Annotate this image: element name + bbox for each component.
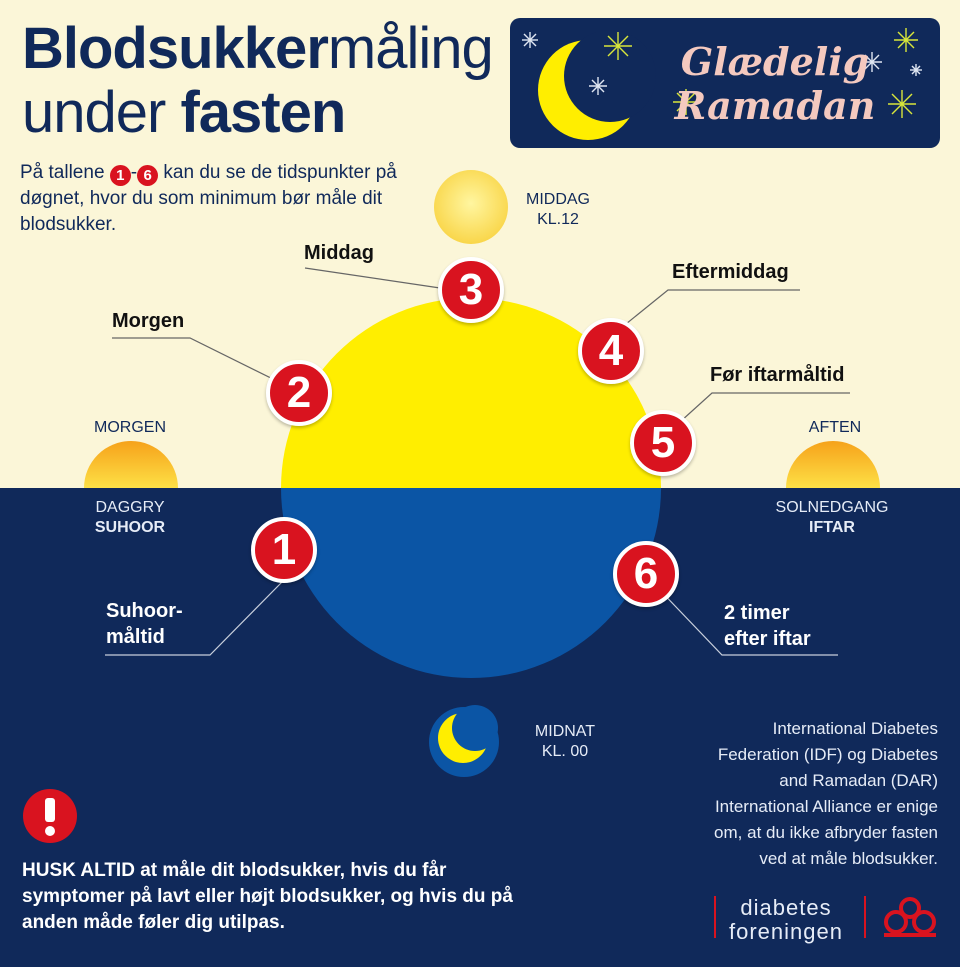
evening-sun-icon <box>786 441 880 488</box>
leader-line-1 <box>105 581 283 656</box>
callout-label-6: 2 timer efter iftar <box>724 602 811 650</box>
ramadan-greeting-box: Glædelig Ramadan <box>510 18 940 148</box>
measurement-badge-6: 6 <box>613 541 679 607</box>
dawn-label: DAGGRY SUHOOR <box>94 499 166 536</box>
leader-line-2 <box>112 337 286 386</box>
diabetesforeningen-logo-icon <box>884 897 936 937</box>
morning-sun-icon <box>84 441 178 488</box>
stars-icon <box>522 32 922 95</box>
day-half-circle <box>281 298 661 488</box>
morning-sun-label: MORGEN <box>94 419 166 436</box>
callout-label-5: Før iftarmåltid <box>710 364 845 386</box>
noon-label: MIDDAG KL.12 <box>526 191 590 228</box>
intro-badge-6: 6 <box>137 165 159 186</box>
night-half-circle <box>281 488 661 678</box>
diabetesforeningen-logo-text: diabetes foreningen <box>729 895 843 944</box>
measurement-badge-3: 3 <box>438 257 504 323</box>
idf-note: International Diabetes Federation (IDF) … <box>714 719 938 868</box>
intro-text: På tallene 1-6 kan du se de tidspunkter … <box>20 162 397 235</box>
exclamation-icon <box>23 789 77 843</box>
logo-divider-left <box>714 896 716 938</box>
midnight-label: MIDNAT KL. 00 <box>534 723 596 760</box>
sparkle-icon <box>604 28 918 118</box>
measurement-badge-5: 5 <box>630 410 696 476</box>
noon-sun-icon <box>434 170 508 244</box>
warning-text: HUSK ALTID at måle dit blodsukker, hvis … <box>22 860 513 933</box>
logo-divider-right <box>864 896 866 938</box>
intro-badge-1: 1 <box>109 165 131 186</box>
leader-line-6 <box>654 584 838 656</box>
callout-label-2: Morgen <box>112 310 185 332</box>
measurement-badge-2: 2 <box>266 360 332 426</box>
callout-label-4: Eftermiddag <box>672 261 789 283</box>
leader-line-3 <box>304 267 441 289</box>
crescent-moon-icon <box>522 28 922 140</box>
page-title-line-2: under fasten <box>22 80 346 145</box>
page-title-line-1: Blodsukkermåling <box>22 16 494 81</box>
callout-label-3: Middag <box>304 242 374 264</box>
sunset-label: SOLNEDGANG IFTAR <box>775 499 889 536</box>
measurement-badge-4: 4 <box>578 318 644 384</box>
ramadan-greeting-text: Glædelig Ramadan <box>674 39 876 128</box>
measurement-badge-1: 1 <box>251 517 317 583</box>
callout-label-1: Suhoor- måltid <box>106 600 183 648</box>
evening-sun-label: AFTEN <box>808 419 862 436</box>
